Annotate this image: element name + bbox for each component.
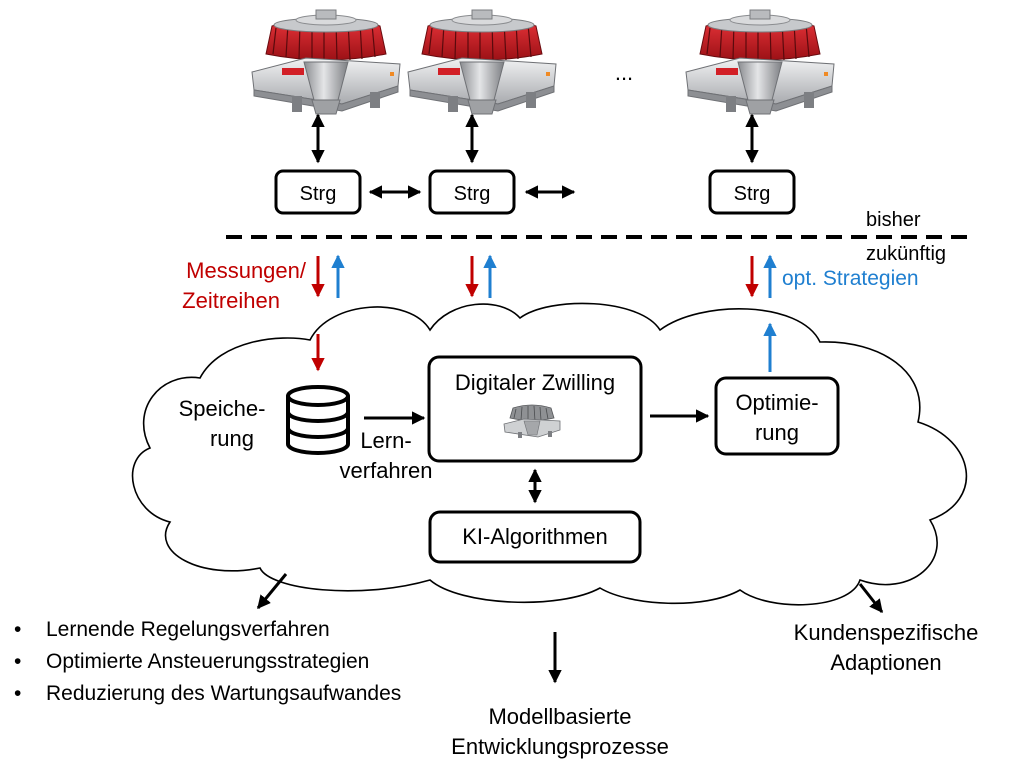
label-customer-2: Adaptionen [830, 650, 941, 675]
svg-text:Optimie-: Optimie- [735, 390, 818, 415]
digital-twin-box: Digitaler Zwilling [427, 355, 643, 463]
strategy-arrows [331, 254, 777, 372]
benefit-list: • Lernende Regelungsverfahren • Optimier… [14, 618, 401, 705]
database-icon [286, 385, 350, 455]
benefit-item: Lernende Regelungsverfahren [46, 618, 330, 641]
label-measurements-2: Zeitreihen [182, 288, 280, 313]
weigher-machine-1 [251, 9, 401, 115]
measurement-arrows [311, 256, 759, 372]
controller-3: Strg [708, 169, 796, 215]
label-learning-2: verfahren [340, 458, 433, 483]
benefit-item: Optimierte Ansteuerungsstrategien [46, 650, 369, 673]
svg-text:•: • [14, 682, 21, 705]
outcome-arrows [256, 573, 884, 684]
benefit-item: Reduzierung des Wartungsaufwandes [46, 682, 401, 705]
svg-text:KI-Algorithmen: KI-Algorithmen [462, 524, 608, 549]
controller-2: Strg [428, 169, 516, 215]
optimization-box: Optimie- rung [714, 376, 840, 456]
machine-controller-arrows [311, 113, 759, 164]
label-measurements-1: Messungen/ [186, 258, 307, 283]
controller-1: Strg [274, 169, 362, 215]
label-learning-1: Lern- [360, 428, 411, 453]
svg-text:Digitaler Zwilling: Digitaler Zwilling [455, 370, 615, 395]
svg-text:rung: rung [755, 420, 799, 445]
label-zukuenftig: zukünftig [866, 243, 946, 265]
svg-text:Strg: Strg [454, 183, 491, 205]
weigher-machine-2 [407, 9, 557, 115]
label-bisher: bisher [866, 209, 921, 231]
label-strategies: opt. Strategien [782, 267, 919, 290]
svg-text:•: • [14, 618, 21, 641]
label-storage-2: rung [210, 426, 254, 451]
label-storage-1: Speiche- [179, 396, 266, 421]
svg-text:Strg: Strg [300, 183, 337, 205]
svg-text:•: • [14, 650, 21, 673]
label-model-2: Entwicklungsprozesse [451, 734, 669, 759]
ellipsis: ... [615, 60, 633, 85]
digital-twin-machine-icon [503, 404, 561, 439]
svg-text:Strg: Strg [734, 183, 771, 205]
label-model-1: Modellbasierte [488, 704, 631, 729]
label-customer-1: Kundenspezifische [794, 620, 979, 645]
weigher-machine-3 [685, 9, 835, 115]
ai-algorithms-box: KI-Algorithmen [428, 510, 642, 564]
